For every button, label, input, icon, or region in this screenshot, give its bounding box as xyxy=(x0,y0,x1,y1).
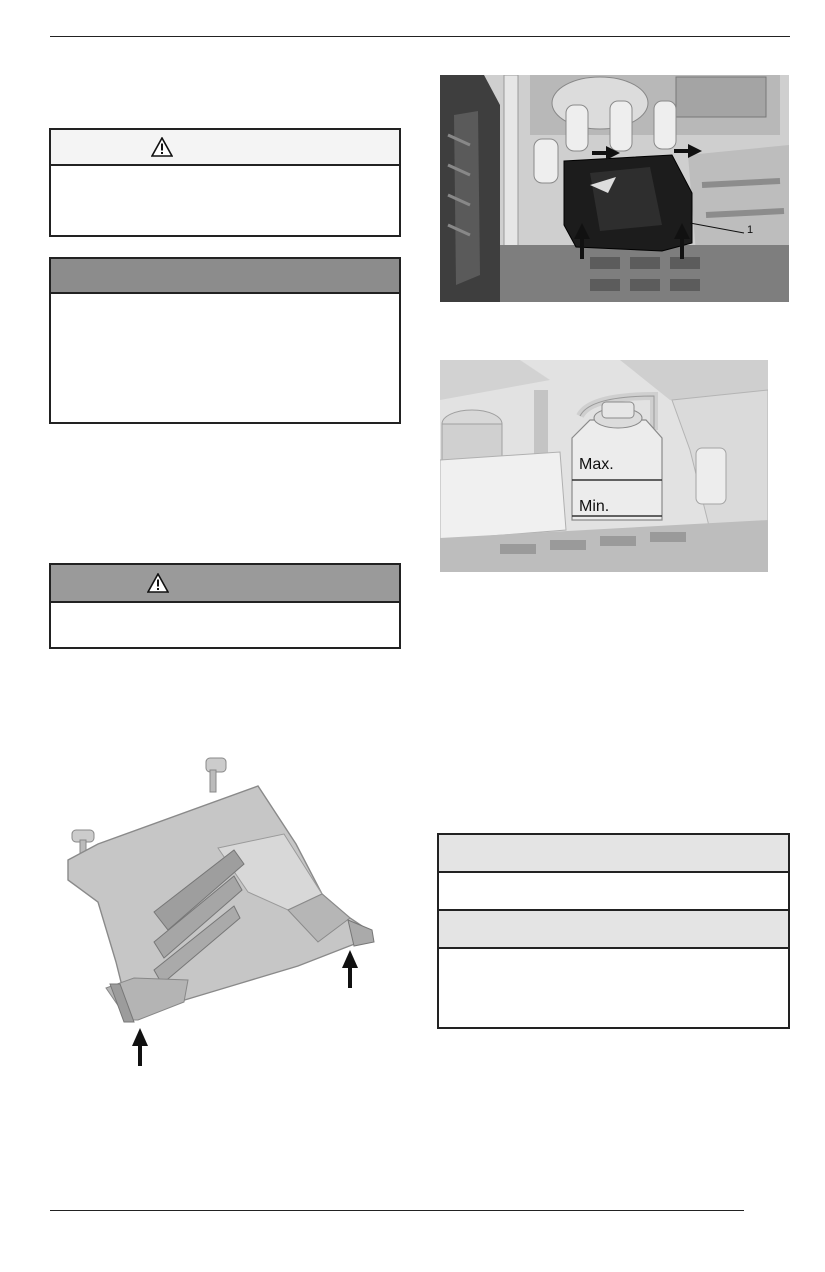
warning-box-2-header xyxy=(51,565,399,603)
warning-box-1 xyxy=(49,128,401,237)
header-rule xyxy=(50,36,790,37)
notice-box-header xyxy=(51,259,399,294)
reservoir-figure: Max. Min. xyxy=(440,360,768,572)
spec-table-header-1 xyxy=(439,835,788,873)
spec-table-row-1 xyxy=(439,873,788,911)
engine-bay-illustration xyxy=(440,75,789,302)
spec-table-row-2 xyxy=(439,949,788,1027)
reservoir-min-label: Min. xyxy=(579,498,610,515)
arrow-icon xyxy=(342,950,358,988)
arrow-icon xyxy=(132,1028,148,1066)
arrow-icon xyxy=(592,146,620,160)
reservoir-max-label: Max. xyxy=(579,456,614,473)
spec-table xyxy=(437,833,790,1029)
warning-box-1-header xyxy=(51,130,399,166)
arrow-icon xyxy=(574,223,590,259)
arrow-icon xyxy=(674,223,690,259)
notice-box xyxy=(49,257,401,424)
arrow-icon xyxy=(674,144,702,158)
footer-rule xyxy=(50,1210,744,1211)
warning-triangle-icon xyxy=(147,573,169,593)
panel-illustration xyxy=(67,757,375,1066)
engine-bay-figure: 1 xyxy=(440,75,789,302)
spec-table-header-2 xyxy=(439,911,788,949)
panel-figure xyxy=(58,752,378,1072)
callout-number: 1 xyxy=(747,224,754,236)
warning-triangle-icon xyxy=(151,137,173,157)
reservoir-illustration xyxy=(440,360,768,572)
warning-box-2 xyxy=(49,563,401,649)
